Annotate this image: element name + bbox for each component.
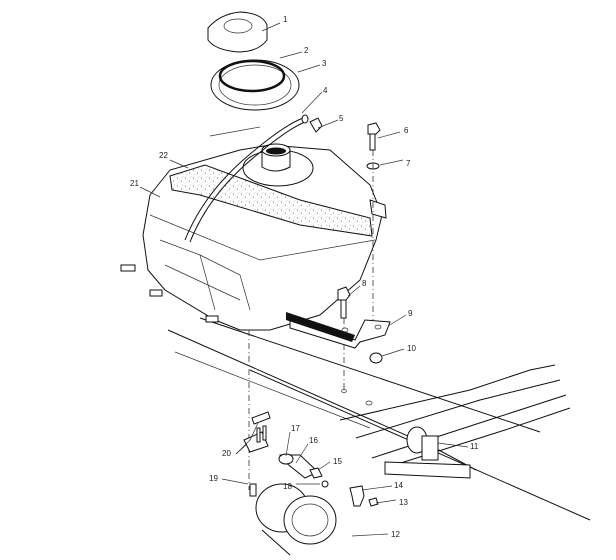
callout-18: 18 xyxy=(283,482,292,491)
callout-4: 4 xyxy=(323,86,328,95)
frame-bracket xyxy=(421,435,439,461)
valve-lever-14 xyxy=(349,485,365,507)
valve-bracket-20 xyxy=(243,411,271,453)
callout-3: 3 xyxy=(322,59,327,68)
leader-lines xyxy=(139,22,469,537)
frame-crossbar xyxy=(384,461,471,479)
callout-14: 14 xyxy=(394,481,403,490)
callout-6: 6 xyxy=(404,126,409,135)
o-ring-18 xyxy=(321,480,329,488)
fuel-cap xyxy=(207,11,268,53)
o-ring xyxy=(218,59,286,93)
screw-19 xyxy=(249,483,257,497)
callout-9: 9 xyxy=(408,309,413,318)
callout-13: 13 xyxy=(399,498,408,507)
callout-21: 21 xyxy=(130,179,139,188)
spring-15 xyxy=(309,467,323,479)
vent-fitting xyxy=(309,117,323,133)
callout-2: 2 xyxy=(304,46,309,55)
tank-mount-tab xyxy=(205,315,219,323)
hose-12 xyxy=(255,483,337,556)
tank-mount-tab xyxy=(120,264,136,272)
callout-1: 1 xyxy=(283,15,288,24)
callout-20: 20 xyxy=(222,449,231,458)
vent-hose xyxy=(184,117,304,241)
callout-22: 22 xyxy=(159,151,168,160)
callout-7: 7 xyxy=(406,159,411,168)
callout-11: 11 xyxy=(470,442,479,451)
valve-shaft-16 xyxy=(278,453,319,479)
callout-8: 8 xyxy=(362,279,367,288)
callout-10: 10 xyxy=(407,344,416,353)
tank-mount-tab xyxy=(149,289,163,297)
callout-5: 5 xyxy=(339,114,344,123)
bolt-6 xyxy=(367,122,381,151)
screw-13 xyxy=(368,497,379,507)
callout-12: 12 xyxy=(391,530,400,539)
callout-16: 16 xyxy=(309,436,318,445)
bolt-8 xyxy=(337,286,351,319)
nut-10 xyxy=(369,352,383,364)
callout-19: 19 xyxy=(209,474,218,483)
bracket-9 xyxy=(289,315,391,349)
frame xyxy=(167,317,591,521)
callout-15: 15 xyxy=(333,457,342,466)
callout-17: 17 xyxy=(291,424,300,433)
